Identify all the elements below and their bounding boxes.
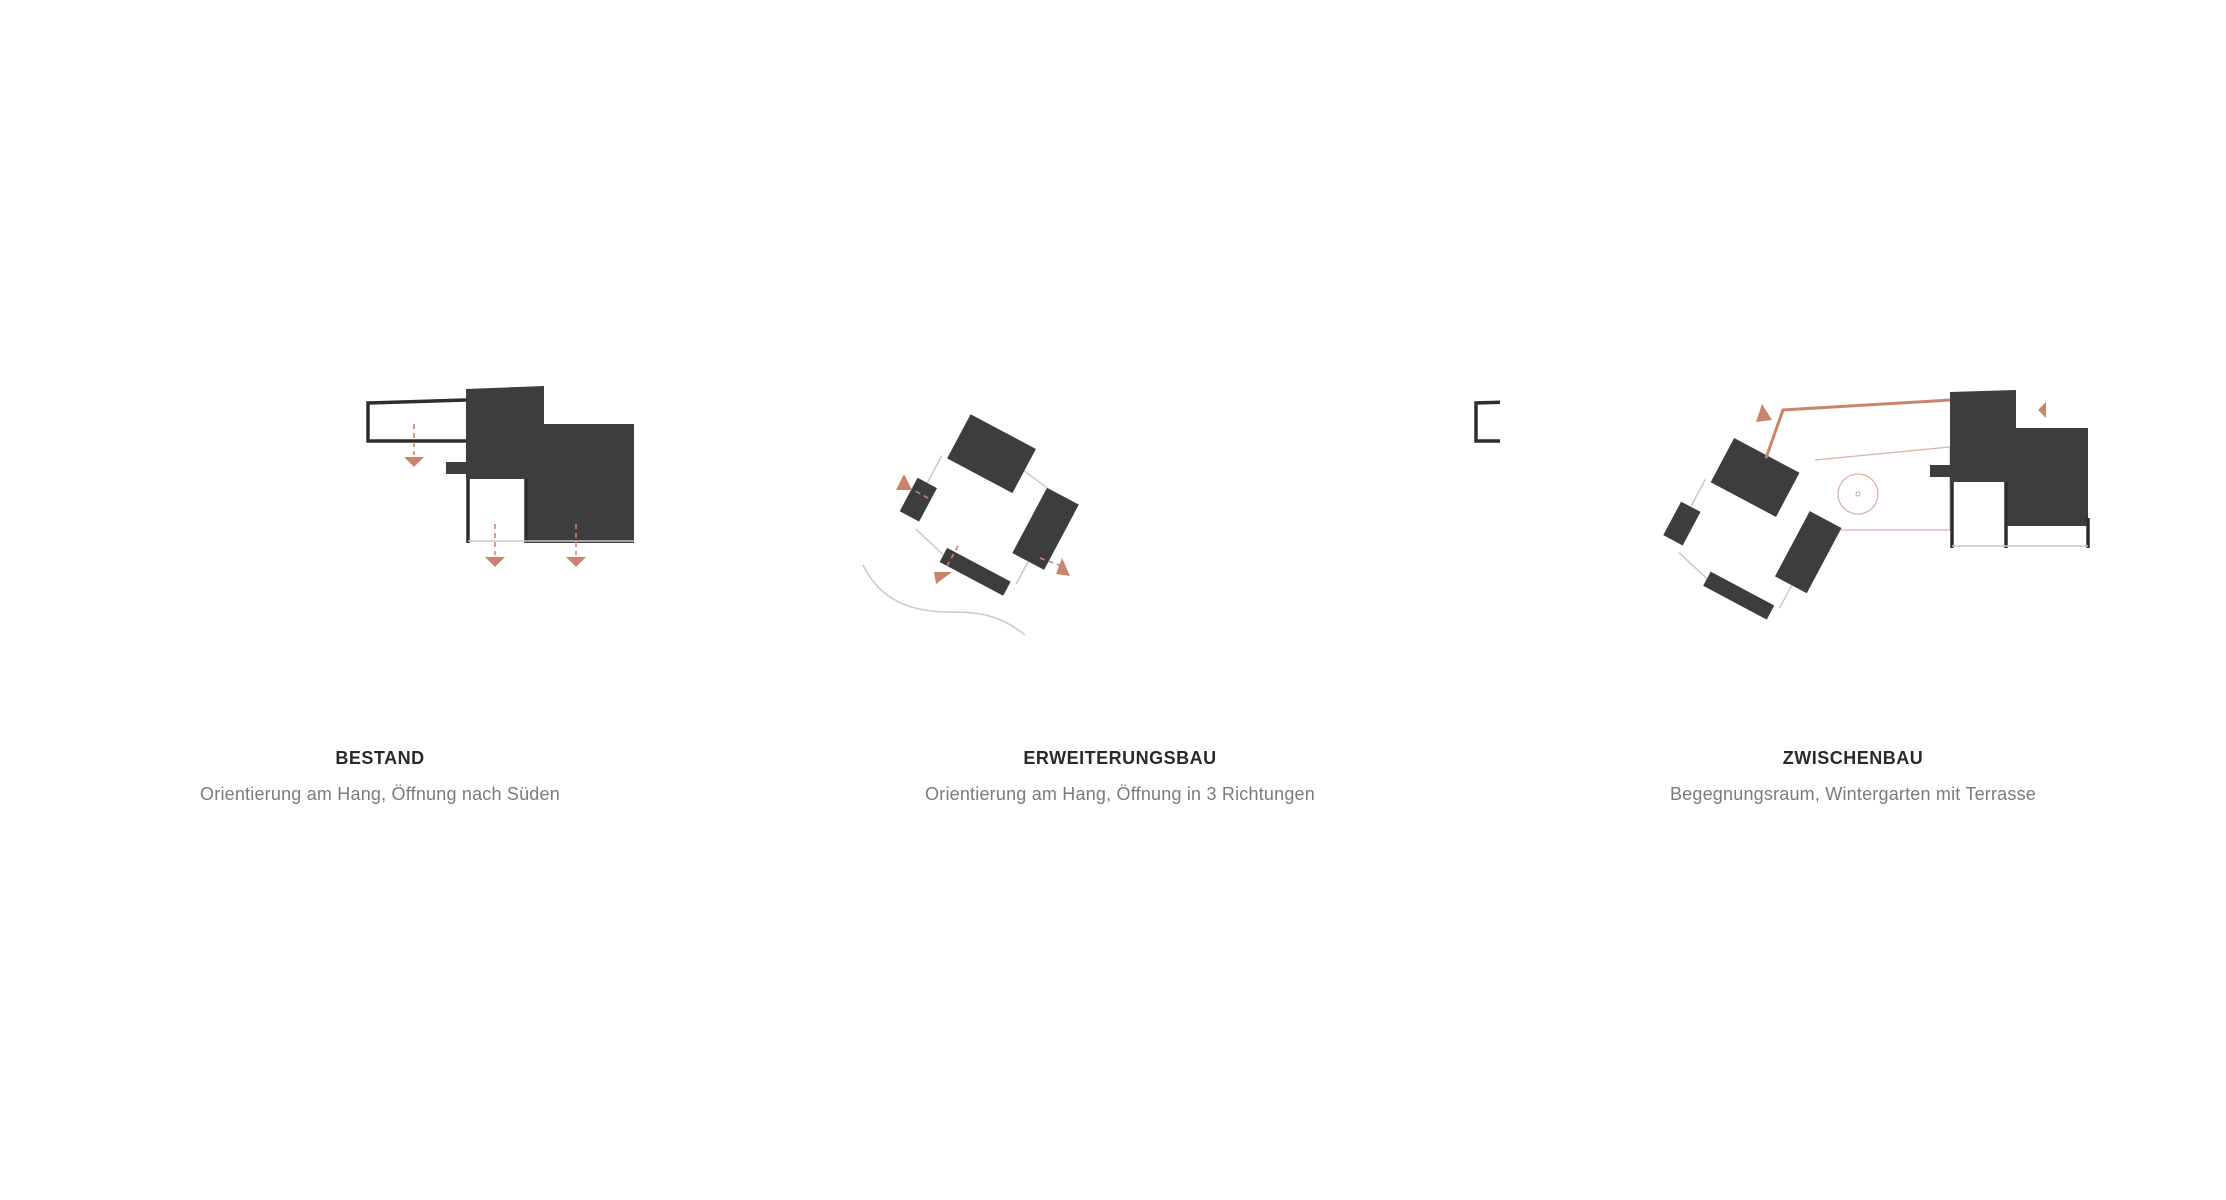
- panel-title: ERWEITERUNGSBAU: [1023, 748, 1217, 768]
- diagram-zwischenbau: [1663, 390, 2090, 620]
- panel-title: BESTAND: [335, 748, 425, 768]
- extension-building: [899, 414, 1079, 596]
- opening-arrows-three-directions: [896, 474, 1070, 584]
- panel-subtitle: Orientierung am Hang, Öffnung in 3 Richt…: [925, 784, 1315, 804]
- panel-erweiterungsbau: ERWEITERUNGSBAU Orientierung am Hang, Öf…: [740, 0, 1500, 1200]
- existing-building: [366, 386, 634, 543]
- panel-bestand: BESTAND Orientierung am Hang, Öffnung na…: [0, 0, 760, 1200]
- terrain-line: [862, 564, 1026, 636]
- existing-building: [1930, 390, 2090, 548]
- extension-building: [1663, 438, 1842, 620]
- diagram-erweiterungsbau: [862, 400, 1500, 636]
- opening-arrows-south: [404, 424, 586, 567]
- intermediate-space: [1803, 446, 1951, 531]
- existing-building: [1474, 400, 1500, 443]
- panel-zwischenbau: ZWISCHENBAU Begegnungsraum, Wintergarten…: [1480, 0, 2226, 1200]
- panel-subtitle: Begegnungsraum, Wintergarten mit Terrass…: [1669, 784, 2037, 804]
- connection-path: [1756, 398, 2046, 459]
- panel-subtitle: Orientierung am Hang, Öffnung nach Süden: [200, 784, 560, 804]
- panel-title: ZWISCHENBAU: [1782, 748, 1924, 768]
- diagram-bestand: [366, 386, 634, 567]
